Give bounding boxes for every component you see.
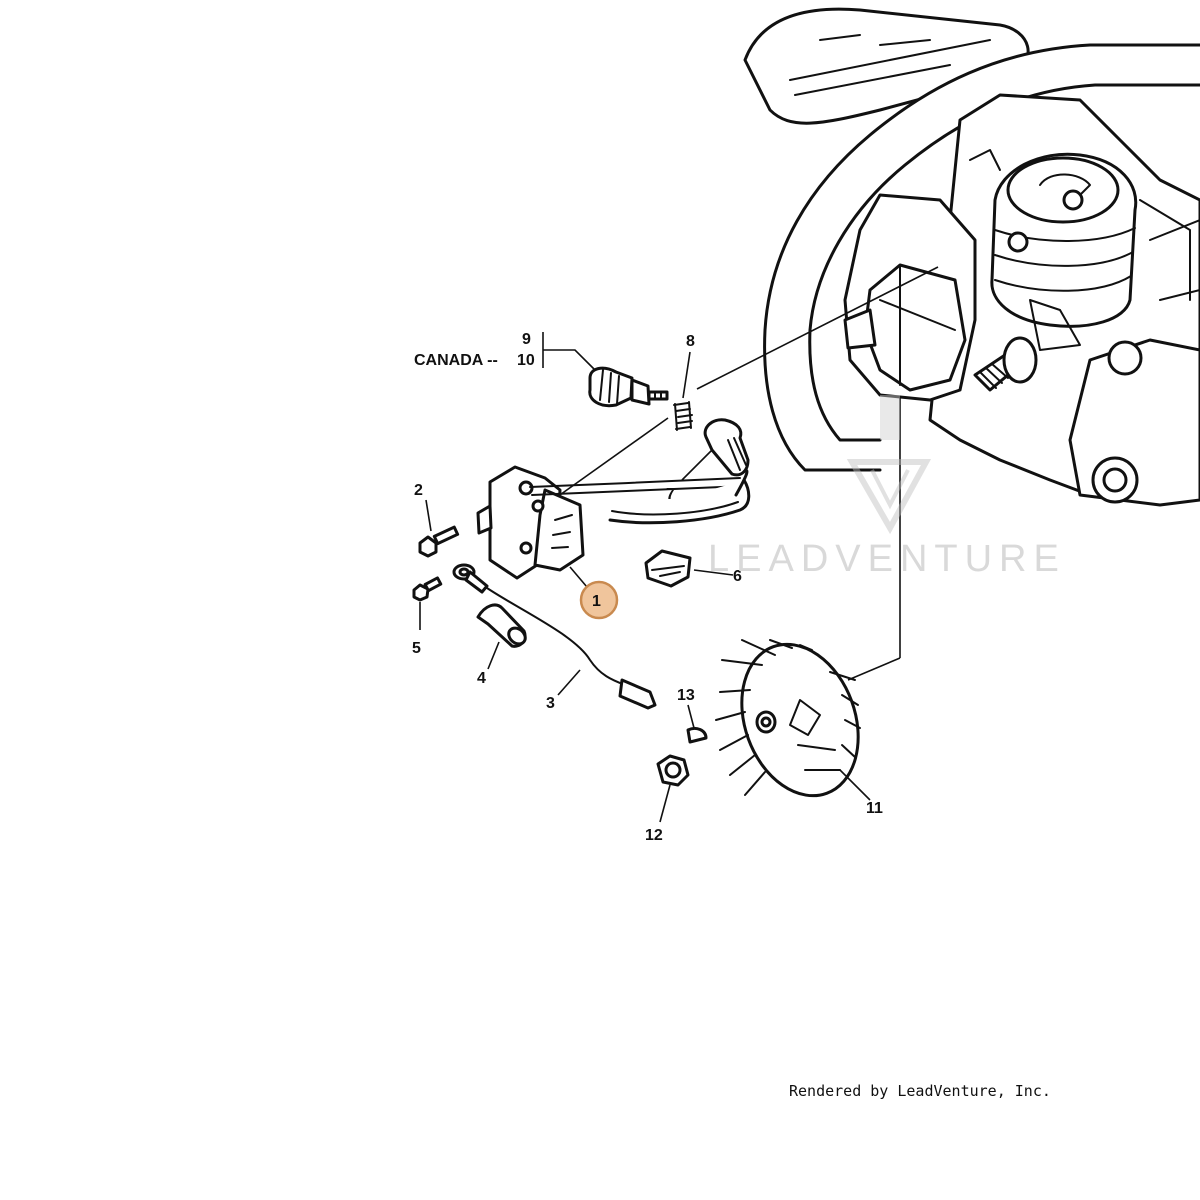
part-sleeve[interactable] <box>476 603 528 648</box>
callout-11: 11 <box>866 800 883 817</box>
assembly-reference-lines <box>556 266 939 681</box>
callout-13: 13 <box>677 687 695 704</box>
callout-leaders <box>419 332 871 823</box>
part-bolt-5[interactable] <box>412 576 443 602</box>
part-short-circuit-wire[interactable] <box>452 563 657 710</box>
canada-label: CANADA -- <box>414 352 498 369</box>
part-flywheel[interactable] <box>715 628 878 812</box>
callout-7: 7 <box>666 486 675 503</box>
watermark-logo-icon <box>846 395 932 535</box>
callout-4: 4 <box>477 670 486 687</box>
part-grommet[interactable] <box>644 549 692 588</box>
callout-1-highlight[interactable] <box>579 580 619 620</box>
callout-1: 1 <box>592 593 601 610</box>
part-key[interactable] <box>686 726 708 744</box>
callout-5: 5 <box>412 640 421 657</box>
callout-2: 2 <box>414 482 423 499</box>
callout-12: 12 <box>645 827 663 844</box>
render-credit: Rendered by LeadVenture, Inc. <box>789 1082 1051 1100</box>
callout-9: 9 <box>522 331 531 348</box>
callout-6: 6 <box>733 568 742 585</box>
callout-labels: CANADA -- 1 2 3 4 5 6 7 8 9 10 11 12 13 <box>412 331 883 844</box>
part-bolt-2[interactable] <box>418 525 460 558</box>
part-spring[interactable] <box>673 401 693 431</box>
part-spark-plug-boot[interactable] <box>703 418 750 477</box>
part-nut[interactable] <box>656 754 690 787</box>
part-ignition-module[interactable] <box>476 465 751 580</box>
chainsaw-body-outline <box>743 7 1200 507</box>
callout-10: 10 <box>517 352 535 369</box>
part-spark-plug[interactable] <box>588 366 669 408</box>
callout-3: 3 <box>546 695 555 712</box>
callout-8: 8 <box>686 333 695 350</box>
watermark-text: LEADVENTURE <box>708 538 1066 580</box>
